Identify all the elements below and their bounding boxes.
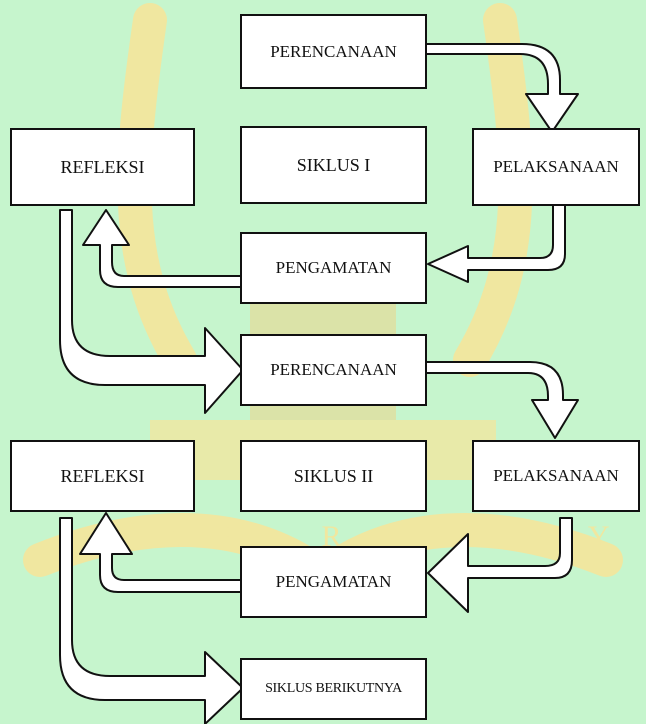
label-refleksi-2: REFLEKSI (60, 465, 145, 486)
arrow-obs1-to-ref1 (82, 209, 244, 288)
label-pelaksanaan-1: PELAKSANAAN (493, 157, 619, 176)
label-perencanaan-1: PERENCANAAN (270, 41, 397, 61)
box-pelaksanaan-2: PELAKSANAAN (472, 440, 640, 512)
label-siklus-1: SIKLUS I (296, 154, 371, 175)
box-siklus-1: SIKLUS I (240, 126, 427, 204)
box-refleksi-2: REFLEKSI (10, 440, 195, 512)
label-siklus-2: SIKLUS II (293, 465, 374, 486)
box-pengamatan-2: PENGAMATAN (240, 546, 427, 618)
label-pengamatan-2: PENGAMATAN (275, 572, 392, 591)
box-perencanaan-1: PERENCANAAN (240, 14, 427, 89)
box-refleksi-1: REFLEKSI (10, 128, 195, 206)
label-pengamatan-1: PENGAMATAN (275, 258, 392, 277)
box-siklus-2: SIKLUS II (240, 440, 427, 512)
arrow-obs2-to-ref2 (79, 512, 244, 593)
arrow-plan1-to-exec1 (424, 43, 579, 133)
box-perencanaan-2: PERENCANAAN (240, 334, 427, 406)
label-siklus-berikutnya: SIKLUS BERIKUTNYA (265, 681, 402, 696)
arrow-plan2-to-exec2 (424, 361, 579, 439)
label-refleksi-1: REFLEKSI (60, 156, 145, 177)
box-pelaksanaan-1: PELAKSANAAN (472, 128, 640, 206)
label-perencanaan-2: PERENCANAAN (270, 360, 397, 379)
box-siklus-berikutnya: SIKLUS BERIKUTNYA (240, 658, 427, 720)
arrow-exec1-to-obs1 (427, 204, 566, 283)
arrow-exec2-to-obs2 (427, 517, 573, 613)
box-pengamatan-1: PENGAMATAN (240, 232, 427, 304)
label-pelaksanaan-2: PELAKSANAAN (493, 466, 619, 485)
